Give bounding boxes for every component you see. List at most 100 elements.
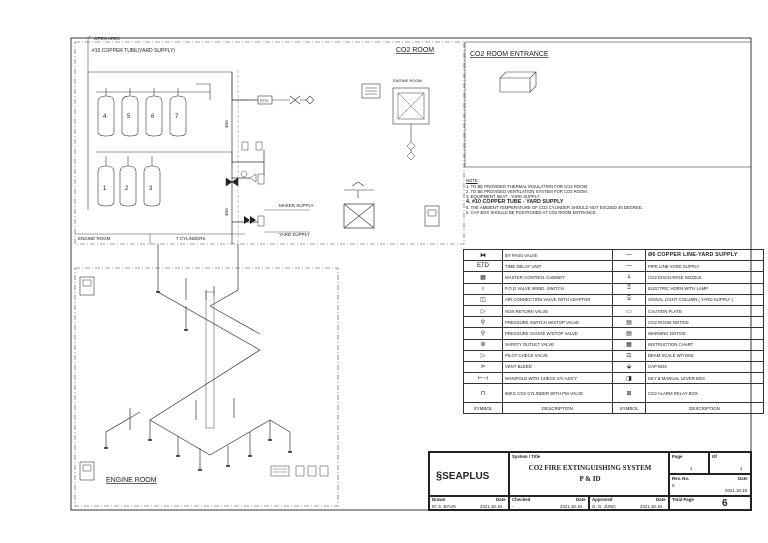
pressure-gauge-icon <box>240 170 248 178</box>
legend-symbol-icon: ▦ <box>463 271 503 284</box>
legend-description: KEY & MANUAL LEVER BOX <box>645 372 764 385</box>
note-4: 4. #10 COPPER TUBE - YARD SUPPLY <box>466 199 564 205</box>
legend-symbol-icon: — <box>612 260 646 273</box>
legend-symbol-icon: ETD <box>463 260 503 273</box>
checked-name: - <box>512 504 514 509</box>
legend-symbol-icon: ⍋ <box>612 271 646 284</box>
legend-symbol-icon: ♁ <box>463 282 503 295</box>
legend-description: ELECTRIC HORN WITH LAMP <box>645 282 764 295</box>
legend-description: AIR CONNECTION VALVE WITH ADAPTOR <box>502 293 613 306</box>
cylinder-4-label: 4 <box>103 114 107 120</box>
drawn-label: Drawn <box>432 497 446 502</box>
notes-heading: NOTE <box>466 178 478 183</box>
legend-symbol-icon: ▦ <box>612 338 646 351</box>
legend-symbol-icon: — <box>612 248 646 262</box>
legend-symbol-icon: ⊢⊣ <box>463 372 503 385</box>
page-label: Page <box>672 454 683 459</box>
approved-date-label: Date <box>656 497 666 502</box>
legend-description: BY PASS VALVE <box>502 248 613 262</box>
checked-cell: Checked Date - 2021.10.19 <box>509 496 589 510</box>
rev-date-label: Date <box>738 476 748 481</box>
maker-supply-label: MAKER SUPPLY <box>279 203 314 208</box>
legend-description: SIGNAL LIGHT COLUMN ( YARD SUPPLY ) <box>645 293 764 306</box>
legend-symbol-icon: ⚖ <box>612 349 646 362</box>
of-value: 1 <box>740 466 743 471</box>
pressure-gauge-valve-icon <box>255 141 263 151</box>
legend-symbol-icon: ◫ <box>463 293 503 306</box>
legend-description: CAP BOX <box>645 360 764 374</box>
legend-description: SAFETY OUTLET VALVE <box>502 338 613 351</box>
note-3: 3. EQUIPMENT SEAT - YARD SUPPLY <box>466 194 540 199</box>
legend-symbol-icon: ⧓ <box>463 248 503 262</box>
rev-date: 2021.10.19 <box>725 488 747 493</box>
legend-row: ♁P.O.D VALVE W/IND. SWITCH⍰ELECTRIC HORN… <box>463 282 764 295</box>
legend-symbol-icon: ⌸ <box>612 293 646 306</box>
engine-room-tag-cabinet: ENGINE ROOM <box>393 78 422 83</box>
legend-description: VENT BLEED <box>502 360 613 374</box>
approved-date: 2021.10.19 <box>640 504 662 509</box>
cylinder-5-label: 5 <box>127 114 131 120</box>
title-block: §SEAPLUS System / Title CO2 FIRE EXTINGU… <box>428 451 752 511</box>
legend-description: MASTER CONTROL CABINET <box>502 271 613 284</box>
note-2: 2. TO BE PROVIDED VENTILATION SYSTEM FOR… <box>466 189 588 194</box>
drawn-date: 2021.10.19 <box>480 504 502 509</box>
legend-row: ⊛SAFETY OUTLET VALVE▦INSTRUCTION CHART <box>463 338 764 351</box>
revision-cell: Rev. No. Date 0 2021.10.19 <box>669 474 751 496</box>
legend-row: ⧓BY PASS VALVE—Ø6 COPPER LINE-YARD SUPPL… <box>463 248 764 262</box>
checked-date: 2021.10.19 <box>560 504 582 509</box>
legend-description: P.O.D VALVE W/IND. SWITCH <box>502 282 613 295</box>
co2-room-boundary <box>74 41 465 245</box>
legend-description: Ø6 COPPER LINE-YARD SUPPLY <box>645 248 764 262</box>
legend-symbol-icon: ⊠ <box>612 383 646 404</box>
non-return-valve-icon <box>249 173 257 183</box>
legend-symbol-icon: ▤ <box>612 327 646 340</box>
legend-symbol-icon: ⊛ <box>463 338 503 351</box>
engine-room-title: ENGINE ROOM <box>106 477 157 484</box>
legend-description: PIPE LINE-YARD SUPPLY <box>645 260 764 273</box>
legend-row: ⊢⊣MANIFOLD WITH CHECK V/V ASS'Y◨KEY & MA… <box>463 372 764 385</box>
drawing-title-line1: CO2 FIRE EXTINGUISHING SYSTEM <box>528 464 652 472</box>
notes-block: NOTE 1. TO BE PROVIDED THERMAL INSULATIO… <box>466 178 643 215</box>
of-cell: Of 1 <box>709 452 751 474</box>
seaplus-s-icon: § <box>436 470 443 482</box>
legend-symbol-icon: ▭ <box>612 304 646 318</box>
pressure-switch-icon <box>241 141 249 151</box>
pilot-valve-icon <box>305 95 315 105</box>
bypass-valve-icon <box>272 95 306 105</box>
legend-symbol-icon: ▤ <box>612 316 646 329</box>
cylinder-2-label: 2 <box>125 186 129 192</box>
cylinders-label: 7 CYLINDERS <box>176 236 206 241</box>
copper-tube-note: #10 COPPER TUBE(YARD SUPPLY) <box>92 48 175 54</box>
legend-row: ⚲PRESSURE GAUGE W/STOP VALVE▤WARNING NOT… <box>463 327 764 340</box>
legend-row: ⊓50KG CO2 CYLINDER WITH PM VALVE⊠CO2 ALA… <box>463 383 764 404</box>
rev-label: Rev. No. <box>672 476 690 481</box>
total-page-cell: Total Page 6 <box>669 496 751 510</box>
rev-value: 0 <box>672 483 675 488</box>
engine-room-piping <box>105 268 291 470</box>
legend-symbol-icon: ⊓ <box>463 383 503 404</box>
legend-row: ⋗VENT BLEED⬙CAP BOX <box>463 360 764 374</box>
total-page-label: Total Page <box>672 497 694 502</box>
symbol-legend-table: ⧓BY PASS VALVE—Ø6 COPPER LINE-YARD SUPPL… <box>463 248 764 415</box>
legend-symbol-header: SYMBOL <box>612 402 646 415</box>
legend-symbol-icon: ◨ <box>612 372 646 385</box>
open-area-label: OPEN AREA <box>94 36 120 41</box>
note-6: 6. CAP BOX SHOULD BE POSITIONED AT CO2 R… <box>466 210 597 215</box>
legend-row: ▷NON RETURN VALVE▭CAUTION PLATE <box>463 304 764 318</box>
checked-label: Checked <box>512 497 531 502</box>
legend-description: MANIFOLD WITH CHECK V/V ASS'Y <box>502 372 613 385</box>
pipe-size-upper: 40A <box>224 120 229 128</box>
total-page-value: 6 <box>722 498 728 509</box>
legend-description-header: DESCRIPTION <box>502 402 613 415</box>
legend-row: ▦MASTER CONTROL CABINET⍋CO2 DISCHARGE NO… <box>463 271 764 284</box>
legend-description: CO2 ROOM NOTICE <box>645 316 764 329</box>
legend-symbol-header: SYMBOL <box>463 402 503 415</box>
note-1: 1. TO BE PROVIDED THERMAL INSULATION FOR… <box>466 184 589 189</box>
drawn-cell: Drawn Date M. S. BYUN 2021.10.19 <box>429 496 509 510</box>
legend-description: CO2 DISCHARGE NOZZLE <box>645 271 764 284</box>
legend-row: ⚲PRESSURE SWITCH W/STOP VALVE▤CO2 ROOM N… <box>463 316 764 329</box>
co2-room-entrance-box <box>464 41 752 168</box>
legend-symbol-icon: ▷ <box>463 349 503 362</box>
cap-box-drawing <box>499 71 537 93</box>
